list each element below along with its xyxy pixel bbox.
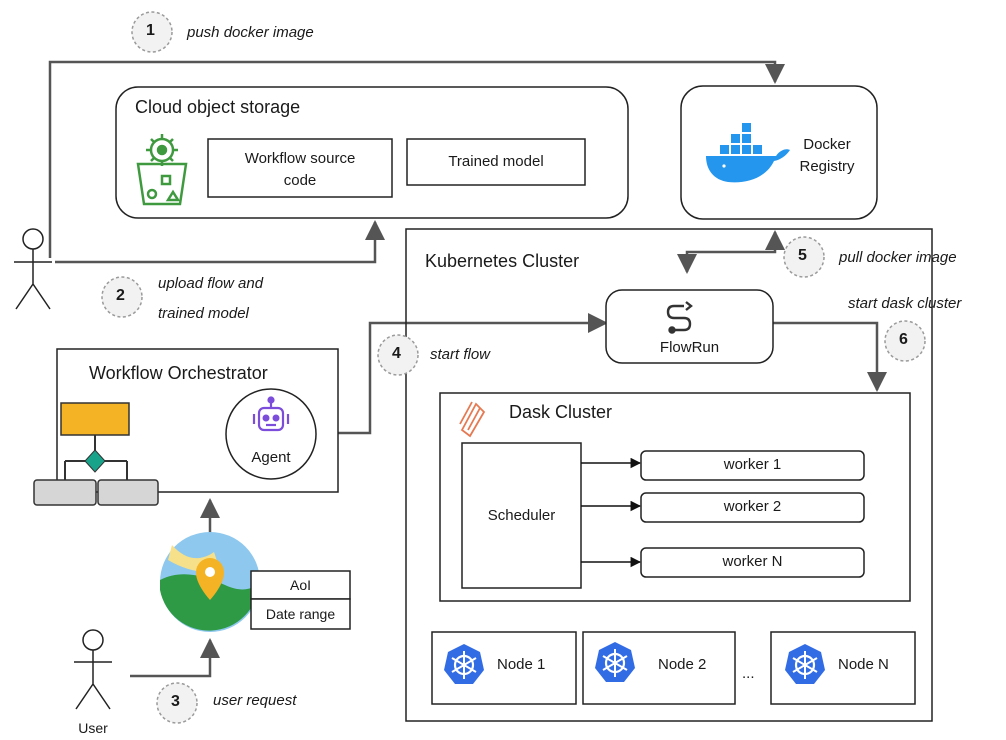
aoi-box (250, 570, 351, 600)
arrow-upload-flow (55, 220, 385, 264)
dask-cluster-title: Dask Cluster (509, 402, 613, 422)
step-4-number: 4 (392, 345, 401, 362)
trained-model-box (406, 138, 586, 186)
worker-1-label: worker 1 (723, 456, 782, 473)
arrow-push-docker-image (48, 60, 785, 258)
orchestrator-title: Workflow Orchestrator (89, 363, 268, 383)
aoi-label: AoI (289, 577, 311, 593)
step-2-label-line1: upload flow and (158, 275, 264, 292)
flowrun-icon (666, 301, 693, 334)
agent-circle (225, 388, 317, 480)
user-label: User (78, 720, 108, 736)
step-3-badge (156, 682, 198, 724)
scheduler-box (461, 442, 582, 589)
date-range-box (250, 598, 351, 630)
step-1-number: 1 (146, 22, 155, 39)
flowchart-icon (33, 402, 159, 506)
step-3-label: user request (213, 692, 297, 709)
kubernetes-icon (444, 644, 484, 684)
user-person-icon (74, 629, 112, 710)
worker-1-box (640, 450, 865, 481)
workflow-source-code-box (207, 138, 393, 198)
step-6-number: 6 (899, 331, 908, 348)
arrow-start-dask-cluster (773, 321, 887, 392)
step-2-label-line2: trained model (158, 305, 249, 322)
docker-registry-box (680, 85, 878, 220)
node-n-label: Node N (838, 656, 889, 673)
arrow-pull-docker-image (677, 230, 785, 274)
nodes-ellipsis: ... (742, 665, 755, 682)
flowrun-label: FlowRun (659, 339, 720, 356)
storage-bucket-icon (136, 134, 188, 206)
step-2-number: 2 (116, 287, 125, 304)
kubernetes-cluster-box (405, 228, 933, 722)
trained-model-label: Trained model (448, 153, 544, 170)
step-6-badge (884, 320, 926, 362)
connectors (48, 60, 887, 678)
kubernetes-icon (785, 644, 825, 684)
step-5-badge (783, 236, 825, 278)
scheduler-label: Scheduler (487, 507, 556, 524)
agent-label: Agent (251, 449, 291, 466)
operator-person-icon (14, 228, 52, 310)
step-5-number: 5 (798, 247, 807, 264)
step-3-number: 3 (171, 693, 180, 710)
docker-registry-line1: Docker (803, 136, 851, 153)
arrow-start-flow (318, 313, 608, 435)
worker-2-label: worker 2 (723, 498, 782, 515)
docker-registry-line2: Registry (799, 158, 855, 175)
step-badges (101, 11, 926, 724)
kubernetes-icon (595, 642, 635, 682)
step-5-label: pull docker image (839, 249, 957, 266)
workflow-source-code-line2: code (283, 172, 317, 189)
date-range-label: Date range (265, 606, 336, 622)
storage-title: Cloud object storage (135, 97, 301, 117)
step-4-label: start flow (430, 346, 491, 363)
dask-icon (459, 401, 486, 438)
worker-n-label: worker N (722, 553, 783, 570)
kubernetes-cluster-title: Kubernetes Cluster (425, 251, 580, 271)
step-2-badge (101, 276, 143, 318)
step-4-badge (377, 334, 419, 376)
step-6-label: start dask cluster (848, 295, 962, 312)
workflow-source-code-line1: Workflow source (244, 150, 356, 167)
step-1-label: push docker image (187, 24, 314, 41)
worker-2-box (640, 492, 865, 523)
worker-n-box (640, 547, 865, 578)
step-1-badge (131, 11, 173, 53)
node-2-label: Node 2 (658, 656, 707, 673)
node-1-label: Node 1 (497, 656, 546, 673)
robot-icon (252, 396, 290, 432)
map-pin-icon (160, 532, 260, 632)
docker-whale-icon (706, 123, 790, 183)
arrow-user-request (130, 638, 220, 678)
